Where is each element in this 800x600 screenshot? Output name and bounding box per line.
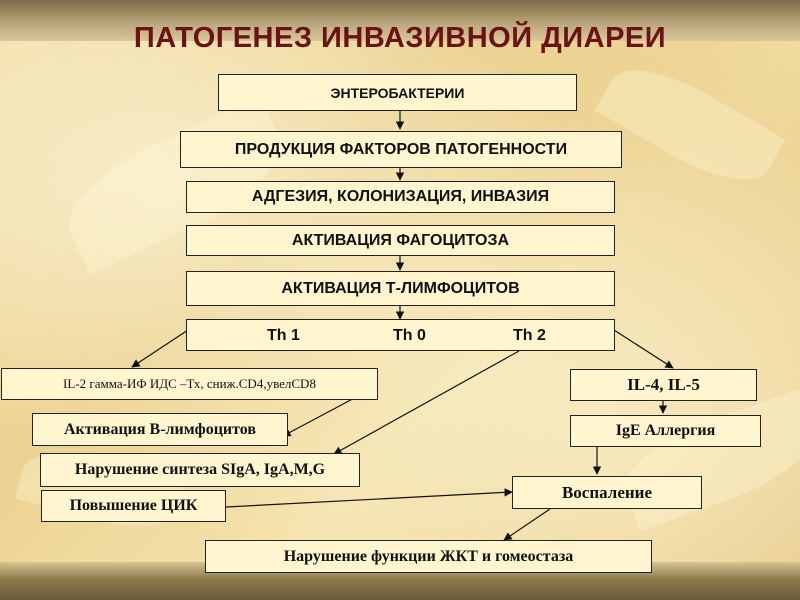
arrow-cic-to-inflammation (225, 488, 513, 508)
siga-box: Нарушение синтеза SIgA, IgA,M,G (40, 453, 360, 487)
arrow-inflammation-to-gi (503, 508, 551, 541)
th1-label: Th 1 (267, 327, 300, 344)
b-lymphocytes-label: Активация В-лимфоцитов (63, 420, 257, 438)
t-lymphocytes-box: АКТИВАЦИЯ Т-ЛИМФОЦИТОВ (186, 271, 615, 306)
il2-box: IL-2 гамма-ИФ ИДС –Тх, сниж.CD4,увелCD8 (1, 368, 378, 400)
ige-label: IgE Аллергия (615, 422, 716, 439)
cic-label: Повышение ЦИК (69, 497, 198, 514)
adhesion-box: АДГЕЗИЯ, КОЛОНИЗАЦИЯ, ИНВАЗИЯ (186, 181, 615, 213)
inflammation-label: Воспаление (561, 482, 653, 502)
il2-label: IL-2 гамма-ИФ ИДС –Тх, сниж.CD4,увелCD8 (63, 376, 316, 391)
th2-label: Th 2 (513, 327, 546, 344)
phagocytosis-box: АКТИВАЦИЯ ФАГОЦИТОЗА (186, 225, 615, 256)
gi-dysfunction-label: Нарушение функции ЖКТ и гомеостаза (283, 547, 574, 565)
enterobacteria-label: ЭНТЕРОБАКТЕРИИ (330, 84, 465, 101)
top-band (0, 0, 800, 41)
th-subsets-box: Th 1 Th 0 Th 2 (186, 319, 615, 351)
arrow-th-to-il2 (131, 329, 189, 368)
il4-box: IL-4, IL-5 (570, 369, 757, 401)
ige-box: IgE Аллергия (570, 415, 761, 447)
arrow-th-to-siga (333, 350, 520, 455)
arrow-th-to-il4 (613, 329, 674, 369)
siga-label: Нарушение синтеза SIgA, IgA,M,G (74, 461, 326, 478)
cic-box: Повышение ЦИК (41, 490, 226, 522)
gi-dysfunction-box: Нарушение функции ЖКТ и гомеостаза (205, 540, 652, 573)
il4-label: IL-4, IL-5 (627, 375, 700, 394)
pathogenicity-label: ПРОДУКЦИЯ ФАКТОРОВ ПАТОГЕННОСТИ (234, 140, 568, 158)
b-lymphocytes-box: Активация В-лимфоцитов (32, 413, 288, 446)
slide-title: ПАТОГЕНЕЗ ИНВАЗИВНОЙ ДИАРЕИ (133, 22, 667, 54)
pathogenicity-box: ПРОДУКЦИЯ ФАКТОРОВ ПАТОГЕННОСТИ (180, 131, 622, 168)
phagocytosis-label: АКТИВАЦИЯ ФАГОЦИТОЗА (291, 231, 510, 249)
t-lymphocytes-label: АКТИВАЦИЯ Т-ЛИМФОЦИТОВ (281, 279, 520, 297)
enterobacteria-box: ЭНТЕРОБАКТЕРИИ (218, 74, 577, 111)
inflammation-box: Воспаление (512, 476, 702, 509)
th0-label: Th 0 (393, 327, 426, 344)
adhesion-label: АДГЕЗИЯ, КОЛОНИЗАЦИЯ, ИНВАЗИЯ (251, 188, 550, 205)
